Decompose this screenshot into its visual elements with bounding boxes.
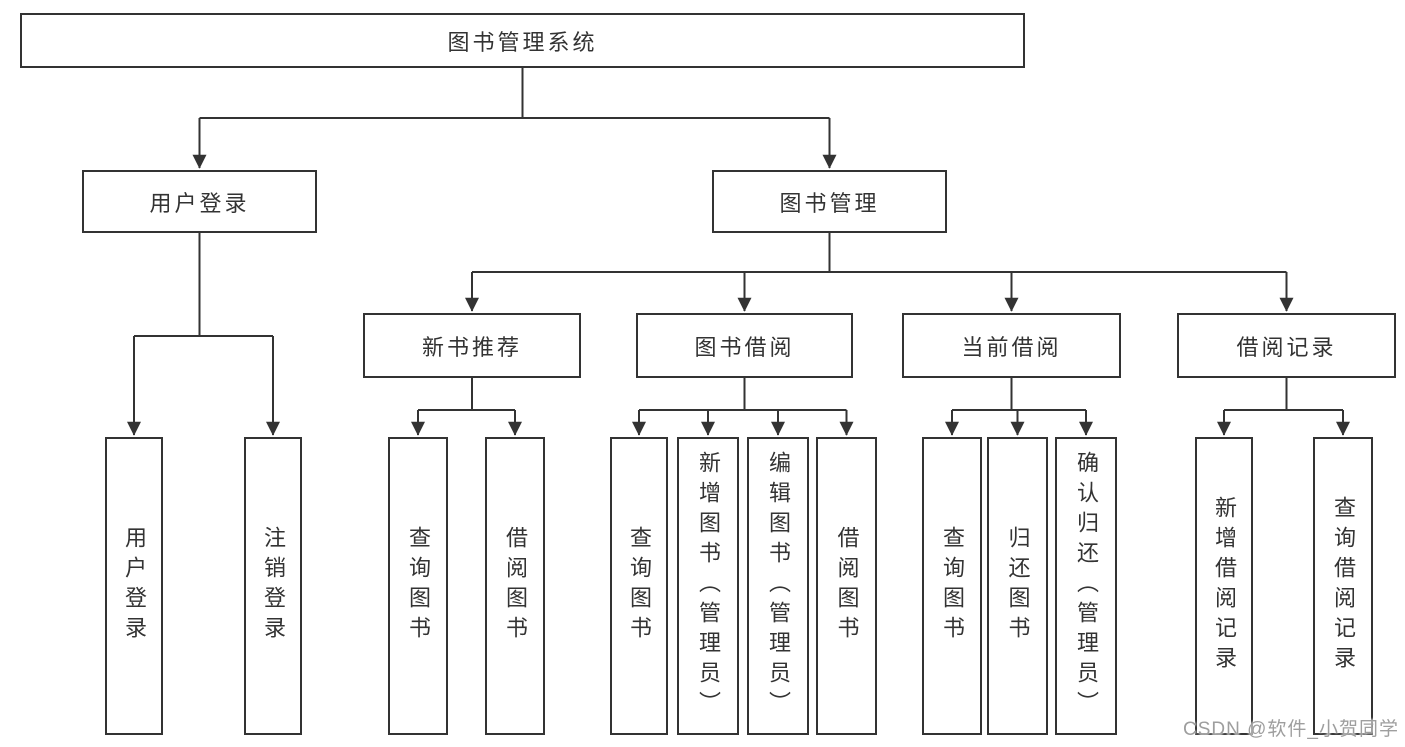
leaf-current-confirm-return: 确认归还（管理员） [1055, 437, 1117, 735]
node-current-borrowing: 当前借阅 [902, 313, 1121, 378]
node-borrowing-records: 借阅记录 [1177, 313, 1396, 378]
node-book-borrowing: 图书借阅 [636, 313, 853, 378]
node-root: 图书管理系统 [20, 13, 1025, 68]
leaf-borrowing-borrow-books: 借阅图书 [816, 437, 877, 735]
leaf-borrowing-edit-books: 编辑图书（管理员） [747, 437, 809, 735]
node-user-login: 用户登录 [82, 170, 317, 233]
node-new-book-recommend: 新书推荐 [363, 313, 581, 378]
leaf-borrowing-query-books: 查询图书 [610, 437, 668, 735]
leaf-current-query-books: 查询图书 [922, 437, 982, 735]
leaf-borrowing-add-books: 新增图书（管理员） [677, 437, 739, 735]
leaf-records-add-record: 新增借阅记录 [1195, 437, 1253, 735]
csdn-watermark: CSDN @软件_小贺同学 [1183, 719, 1399, 740]
leaf-logout: 注销登录 [244, 437, 302, 735]
node-book-management: 图书管理 [712, 170, 947, 233]
leaf-newrec-query-books: 查询图书 [388, 437, 448, 735]
leaf-user-login: 用户登录 [105, 437, 163, 735]
leaf-records-query-record: 查询借阅记录 [1313, 437, 1373, 735]
connector-group [127, 68, 1350, 436]
leaf-newrec-borrow-books: 借阅图书 [485, 437, 545, 735]
leaf-current-return-books: 归还图书 [987, 437, 1048, 735]
